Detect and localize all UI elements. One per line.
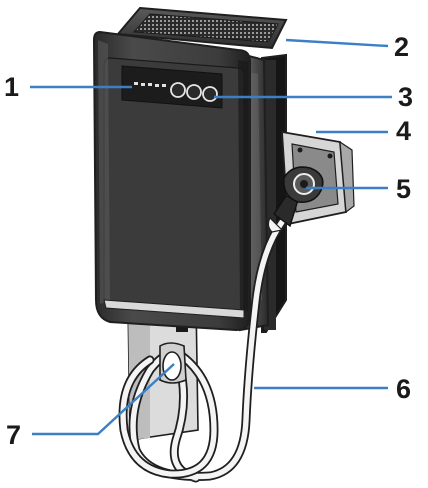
- callout-4: 4: [396, 116, 411, 146]
- leader-7: [32, 363, 175, 436]
- callout-labels: 1 2 3 4 5 6 7: [4, 32, 413, 450]
- callout-7: 7: [6, 420, 21, 450]
- charging-cable: [118, 217, 287, 483]
- callout-5: 5: [396, 174, 411, 204]
- callout-1: 1: [4, 72, 19, 102]
- callout-2: 2: [394, 32, 409, 62]
- leader-2: [285, 38, 389, 48]
- control-buttons: [170, 82, 218, 102]
- leader-lines: [30, 38, 392, 436]
- led-indicators: [134, 82, 166, 87]
- cable-hanger: [159, 342, 187, 384]
- callout-3: 3: [398, 82, 413, 112]
- top-vent-cover: [115, 6, 288, 50]
- status-panel: [121, 65, 223, 109]
- callout-6: 6: [396, 374, 411, 404]
